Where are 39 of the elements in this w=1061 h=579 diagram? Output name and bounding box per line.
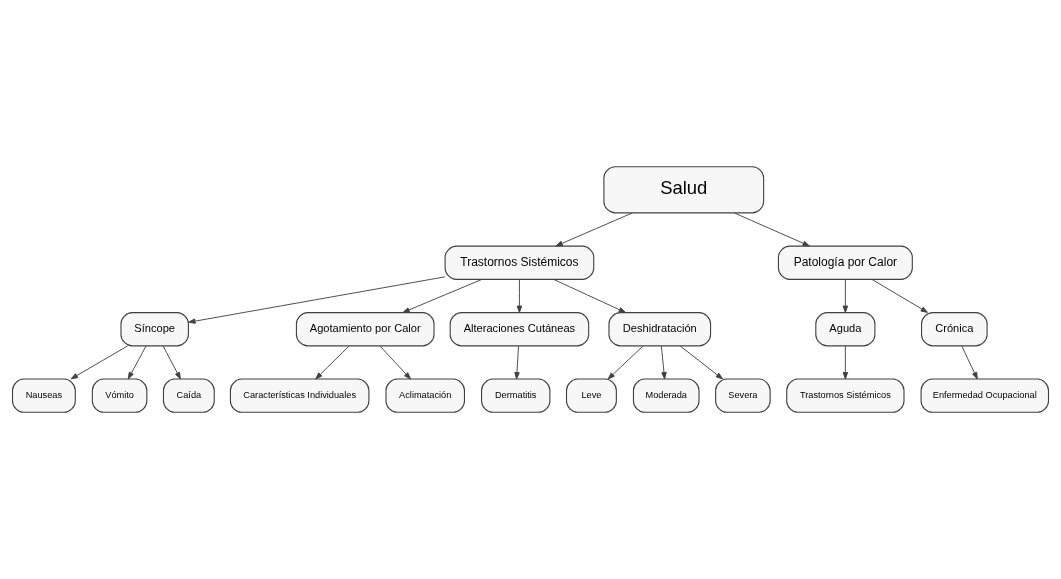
node-box: Aclimatación xyxy=(385,378,466,413)
arrow xyxy=(842,345,849,380)
node-box: Caída xyxy=(162,378,215,413)
arrow xyxy=(315,345,350,380)
arrow xyxy=(660,345,667,380)
arrow xyxy=(379,345,412,380)
arrow xyxy=(679,345,724,380)
arrow xyxy=(188,276,446,324)
node-box: Alteraciones Cutáneas xyxy=(449,312,590,347)
node-box: Nauseas xyxy=(11,378,76,413)
node-box: Agotamiento por Calor xyxy=(295,312,435,347)
arrow xyxy=(162,345,181,380)
node-box: Salud xyxy=(603,166,765,214)
node-box: Vómito xyxy=(91,378,148,413)
arrow xyxy=(734,212,810,247)
node-box: Moderada xyxy=(632,378,700,413)
node-box: Enfermedad Ocupacional xyxy=(920,378,1050,413)
node-box: Trastornos Sistémicos xyxy=(444,245,595,280)
arrow xyxy=(514,345,520,380)
arrow xyxy=(607,345,644,380)
arrow xyxy=(871,279,928,313)
arrow xyxy=(553,279,626,313)
arrow xyxy=(127,345,147,380)
node-box: Características Individuales xyxy=(229,378,370,413)
arrow xyxy=(402,279,483,313)
node-box: Leve xyxy=(565,378,617,413)
arrow xyxy=(516,279,523,313)
arrow xyxy=(70,345,129,380)
node-box: Patología por Calor xyxy=(777,245,913,280)
node-box: Deshidratación xyxy=(608,312,712,347)
node-box: Trastornos Sistémicos xyxy=(786,378,905,413)
arrow xyxy=(961,345,978,380)
arrow xyxy=(555,212,633,247)
node-box: Severa xyxy=(715,378,771,413)
node-box: Dermatitis xyxy=(481,378,551,413)
arrow xyxy=(842,279,849,313)
node-box: Aguda xyxy=(815,312,876,347)
node-box: Síncope xyxy=(120,312,189,347)
node-box: Crónica xyxy=(921,312,988,347)
